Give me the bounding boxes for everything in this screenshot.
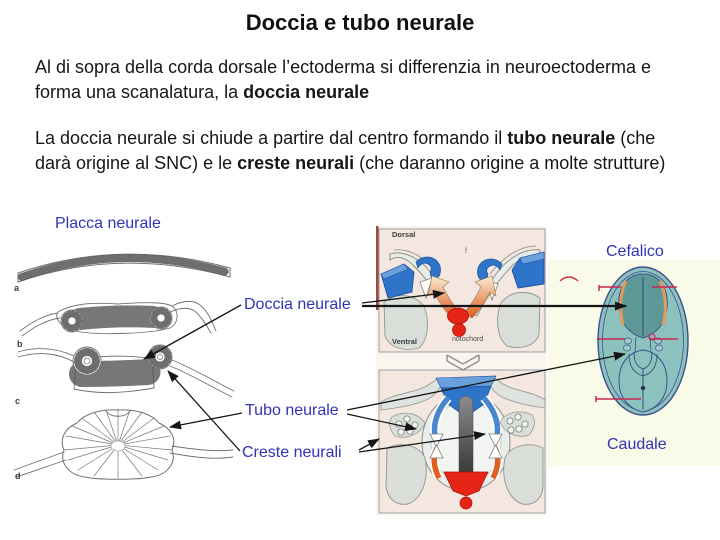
cross-section-figure bbox=[376, 226, 547, 516]
arrow-tubo-to-stage-d bbox=[169, 412, 243, 430]
label-stage-c: c bbox=[15, 396, 21, 406]
label-placca-neurale: Placca neurale bbox=[55, 215, 161, 232]
arrow-creste-to-left-crest bbox=[358, 438, 380, 451]
label-stage-b: b bbox=[17, 339, 23, 349]
paragraph-2-text-1: La doccia neurale si chiude a partire da… bbox=[35, 128, 508, 148]
paragraph-2-text-3: (che daranno origine a molte strutture) bbox=[354, 152, 666, 173]
arrow-creste-to-stage-c-fold bbox=[167, 370, 241, 452]
notochord-shape bbox=[447, 307, 469, 325]
paragraph-2-bold-term-2: creste neurali bbox=[237, 152, 355, 173]
paragraph-2-text-2: (che darà origine al SNC) e le bbox=[35, 128, 656, 173]
arrow-doccia-to-groove-panel bbox=[361, 289, 445, 304]
annotation-arrows bbox=[143, 289, 627, 453]
paragraph-1-text: Al di sopra della corda dorsale l’ectode… bbox=[35, 57, 652, 102]
label-creste-neurali: Creste neurali bbox=[242, 444, 342, 461]
label-dorsal: Dorsal bbox=[392, 230, 416, 239]
label-stage-a: a bbox=[14, 283, 20, 293]
label-ventral: Ventral bbox=[392, 337, 418, 346]
paragraph-2: La doccia neurale si chiude a partire da… bbox=[35, 126, 687, 175]
paragraph-1-bold-term: doccia neurale bbox=[243, 81, 370, 102]
label-cefalico: Cefalico bbox=[606, 243, 664, 260]
arrow-tubo-to-embryo bbox=[346, 351, 626, 411]
label-stage-d: d bbox=[15, 471, 21, 481]
arrow-tubo-to-tube-panel bbox=[346, 413, 417, 432]
label-tubo-neurale: Tubo neurale bbox=[245, 402, 339, 419]
arrow-creste-to-right-crest bbox=[358, 431, 486, 453]
label-notochord: notochord bbox=[452, 336, 484, 343]
neural-fold-stages-drawing bbox=[13, 253, 235, 480]
label-doccia-neurale: Doccia neurale bbox=[244, 296, 351, 313]
label-f: f bbox=[465, 248, 467, 255]
down-chevron-icon bbox=[446, 354, 480, 371]
paragraph-1: Al di sopra della corda dorsale l’ectode… bbox=[35, 55, 687, 104]
arrow-doccia-to-stage-c bbox=[143, 304, 242, 360]
label-caudale: Caudale bbox=[607, 436, 667, 453]
level-marker-lines bbox=[595, 285, 678, 402]
paragraph-2-bold-term-1: tubo neurale bbox=[507, 128, 616, 148]
slide-title: Doccia e tubo neurale bbox=[245, 10, 475, 35]
